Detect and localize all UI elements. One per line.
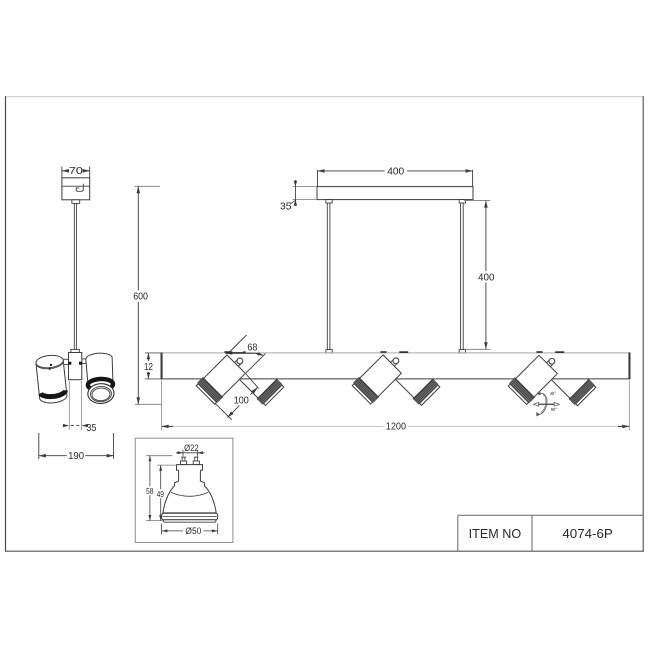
svg-text:49: 49	[157, 489, 165, 499]
svg-text:1200: 1200	[386, 421, 406, 433]
svg-text:190: 190	[68, 450, 84, 462]
svg-text:35: 35	[280, 201, 292, 213]
svg-text:58: 58	[146, 486, 154, 496]
svg-text:Ø22: Ø22	[184, 443, 199, 453]
svg-text:45°: 45°	[550, 391, 557, 396]
svg-text:12: 12	[144, 361, 153, 373]
svg-text:600: 600	[133, 291, 148, 303]
svg-text:ITEM NO: ITEM NO	[469, 526, 522, 541]
svg-text:Ø50: Ø50	[185, 526, 201, 536]
svg-text:35: 35	[86, 422, 96, 434]
svg-text:90°: 90°	[551, 407, 558, 412]
svg-text:100: 100	[234, 395, 249, 407]
svg-text:400: 400	[387, 165, 404, 177]
svg-text:400: 400	[478, 272, 495, 284]
svg-text:68: 68	[247, 342, 257, 354]
svg-text:4074-6P: 4074-6P	[562, 526, 613, 541]
svg-text:70: 70	[69, 165, 83, 177]
